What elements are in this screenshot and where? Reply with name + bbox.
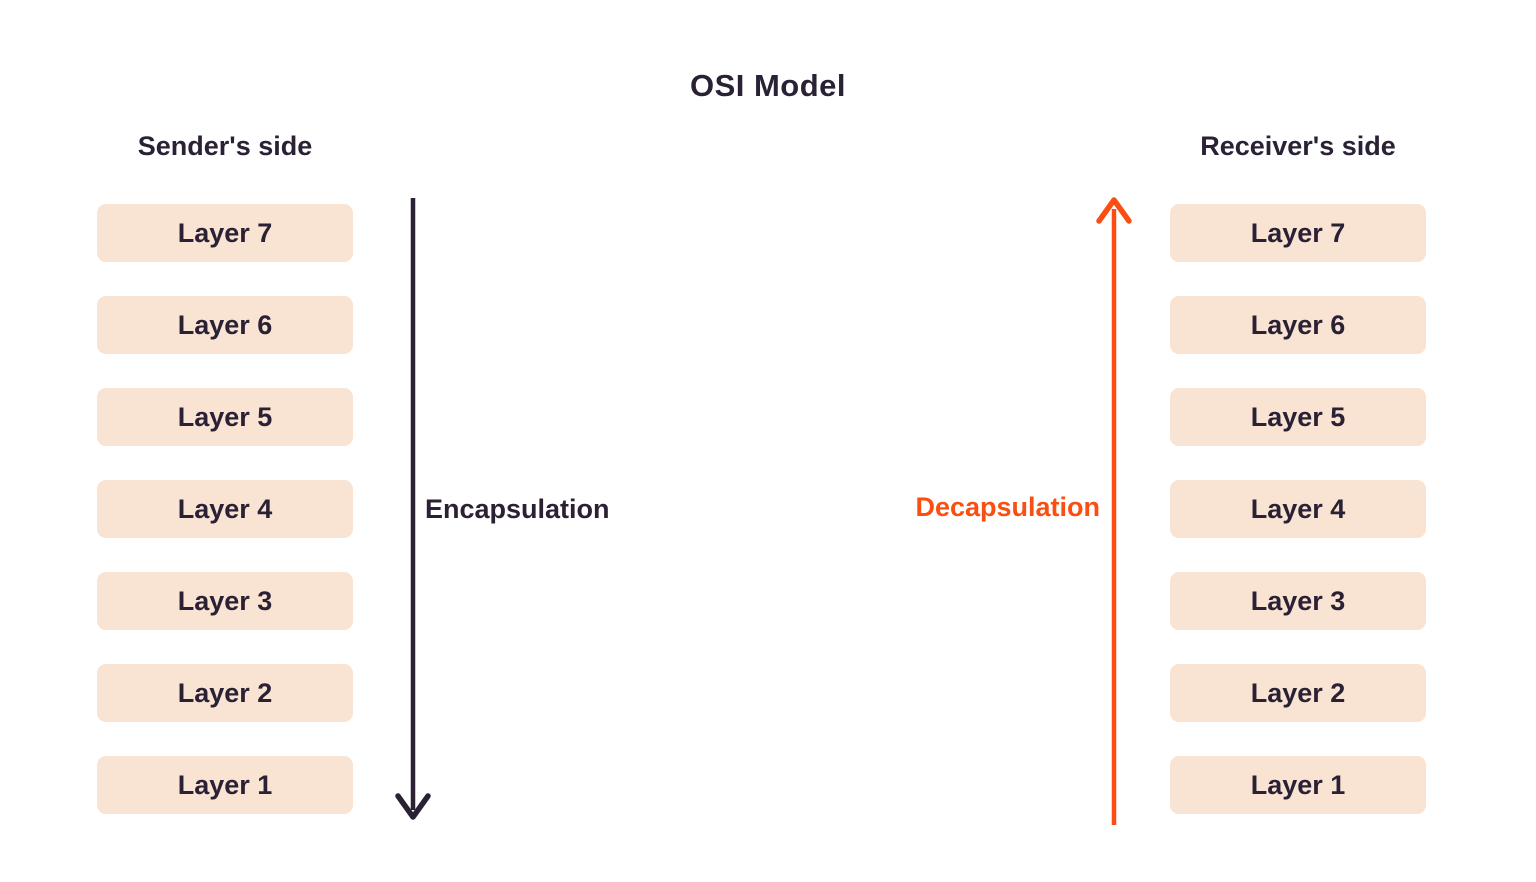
sender-layer-6: Layer 6 bbox=[97, 296, 353, 354]
sender-layer-5: Layer 5 bbox=[97, 388, 353, 446]
receiver-layer-6: Layer 6 bbox=[1170, 296, 1426, 354]
page-title: OSI Model bbox=[689, 68, 847, 103]
encapsulation-label: Encapsulation bbox=[425, 494, 610, 524]
receiver-layer-4: Layer 4 bbox=[1170, 480, 1426, 538]
sender-layer-7: Layer 7 bbox=[97, 204, 353, 262]
receiver-layer-2: Layer 2 bbox=[1170, 664, 1426, 722]
sender-side-heading: Sender's side bbox=[137, 131, 313, 161]
sender-layer-stack: Layer 7 Layer 6 Layer 5 Layer 4 Layer 3 … bbox=[97, 204, 353, 814]
sender-layer-2: Layer 2 bbox=[97, 664, 353, 722]
sender-layer-1: Layer 1 bbox=[97, 756, 353, 814]
encapsulation-down-arrow-icon bbox=[395, 198, 431, 820]
decapsulation-label: Decapsulation bbox=[915, 492, 1100, 522]
sender-layer-3: Layer 3 bbox=[97, 572, 353, 630]
receiver-layer-5: Layer 5 bbox=[1170, 388, 1426, 446]
sender-layer-4: Layer 4 bbox=[97, 480, 353, 538]
decapsulation-up-arrow-icon bbox=[1096, 197, 1132, 825]
receiver-layer-1: Layer 1 bbox=[1170, 756, 1426, 814]
receiver-layer-stack: Layer 7 Layer 6 Layer 5 Layer 4 Layer 3 … bbox=[1170, 204, 1426, 814]
receiver-side-heading: Receiver's side bbox=[1200, 131, 1396, 161]
receiver-layer-7: Layer 7 bbox=[1170, 204, 1426, 262]
receiver-layer-3: Layer 3 bbox=[1170, 572, 1426, 630]
